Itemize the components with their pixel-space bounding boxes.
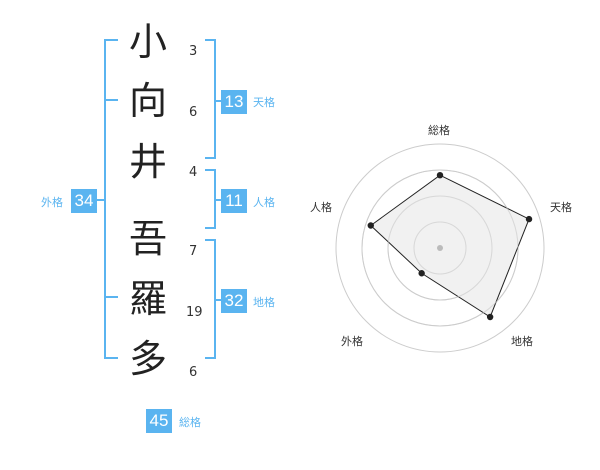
radar-point-4 [418,270,425,277]
radar-axis-label-soukaku: 総格 [428,124,450,137]
tenkaku-value: 13 [221,90,247,114]
stroke-count-3: 4 [189,165,198,180]
radar-point-1 [436,172,444,179]
radar-point-3 [486,313,494,321]
name-char-2: 向 [128,79,167,123]
name-char-6: 多 [128,337,167,381]
radar-axis-label-tenkaku: 天格 [550,201,572,214]
radar-series-polygon [369,174,530,318]
jinkaku-value: 11 [221,189,247,213]
soukaku-label: 総格 [179,416,201,429]
radar-axis-label-jinkaku: 人格 [310,201,332,214]
radar-axis-label-gaikaku: 外格 [341,335,363,348]
tenkaku-bracket [205,39,216,159]
soukaku-value: 45 [146,409,172,433]
radar-point-2 [525,215,533,223]
radar-ring-overlay [413,221,467,275]
tenkaku-label: 天格 [253,96,275,109]
stroke-count-4: 7 [189,244,198,259]
radar-point-5 [367,222,374,229]
radar-ring-overlay [361,169,519,327]
gaikaku-value: 34 [71,189,97,213]
stroke-count-1: 3 [189,44,198,59]
stroke-count-6: 6 [189,365,198,380]
radar-ring-overlay [387,195,493,301]
chikaku-value: 32 [221,289,247,313]
name-char-1: 小 [128,20,167,64]
stroke-count-2: 6 [189,105,198,120]
radar-center-dot [437,245,443,251]
stroke-count-5: 19 [186,305,203,320]
name-char-4: 吾 [128,217,167,261]
radar-axis-label-chikaku: 地格 [511,335,533,348]
gaikaku-label: 外格 [41,196,63,209]
name-char-5: 羅 [128,277,167,321]
name-char-3: 井 [128,140,167,184]
chikaku-label: 地格 [253,296,275,309]
jinkaku-label: 人格 [253,196,275,209]
